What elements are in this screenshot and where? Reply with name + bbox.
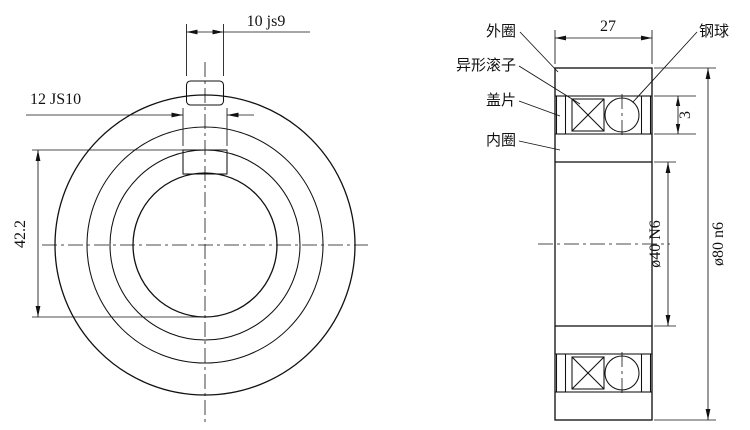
dim-width-text: 27 (600, 18, 616, 35)
roller-label: 异形滚子 (456, 57, 516, 74)
outer-keyway-slot (185, 80, 225, 106)
cover-plate-left-bottom (555, 353, 567, 393)
dim-plate: 3 (654, 95, 696, 135)
outer-ring-section-top (554, 67, 653, 97)
dim-bore-keyway-text: 12 JS10 (30, 91, 81, 108)
inner-ring-section-top (554, 133, 653, 163)
dim-outer: ø80 n6 (654, 67, 727, 421)
dim-plate-text: 3 (677, 111, 694, 119)
section-top-half (554, 67, 653, 163)
roller-section-bottom (571, 356, 605, 390)
roller-section-top (571, 98, 605, 132)
outer-diameter-circle (54, 94, 356, 396)
dim-bore-keyway: 12 JS10 (26, 91, 254, 146)
outer-race-circle (86, 126, 324, 364)
cover-plate-right-bottom (640, 353, 652, 393)
dim-bore-text: ø40 N6 (647, 220, 664, 268)
section-view: 27 3 ø40 N6 ø80 n6 (456, 18, 729, 421)
dim-outer-text: ø80 n6 (710, 222, 727, 266)
cover-plate-label: 盖片 (486, 92, 516, 109)
dim-width: 27 (554, 18, 653, 64)
dim-bore: ø40 N6 (647, 161, 676, 327)
dim-outer-keyway: 10 js9 (186, 13, 310, 76)
section-outline (554, 67, 653, 421)
part-labels: 外圈 钢球 异形滚子 盖片 内圈 (456, 23, 729, 151)
outer-ring-label: 外圈 (486, 23, 516, 40)
section-bottom-half (554, 325, 653, 421)
dim-keyway-height-text: 42.2 (12, 220, 29, 248)
inner-ring-section-bottom (554, 325, 653, 355)
bore-keyway-slot (182, 149, 228, 175)
steel-ball-label: 钢球 (699, 23, 729, 40)
dim-keyway-height: 42.2 (12, 149, 208, 318)
cover-plate-right-top (640, 95, 652, 135)
inner-ring-label: 内圈 (486, 132, 516, 149)
dim-outer-keyway-text: 10 js9 (247, 13, 286, 30)
front-view: 10 js9 12 JS10 42.2 (12, 13, 368, 424)
outer-ring-section-bottom (554, 391, 653, 421)
